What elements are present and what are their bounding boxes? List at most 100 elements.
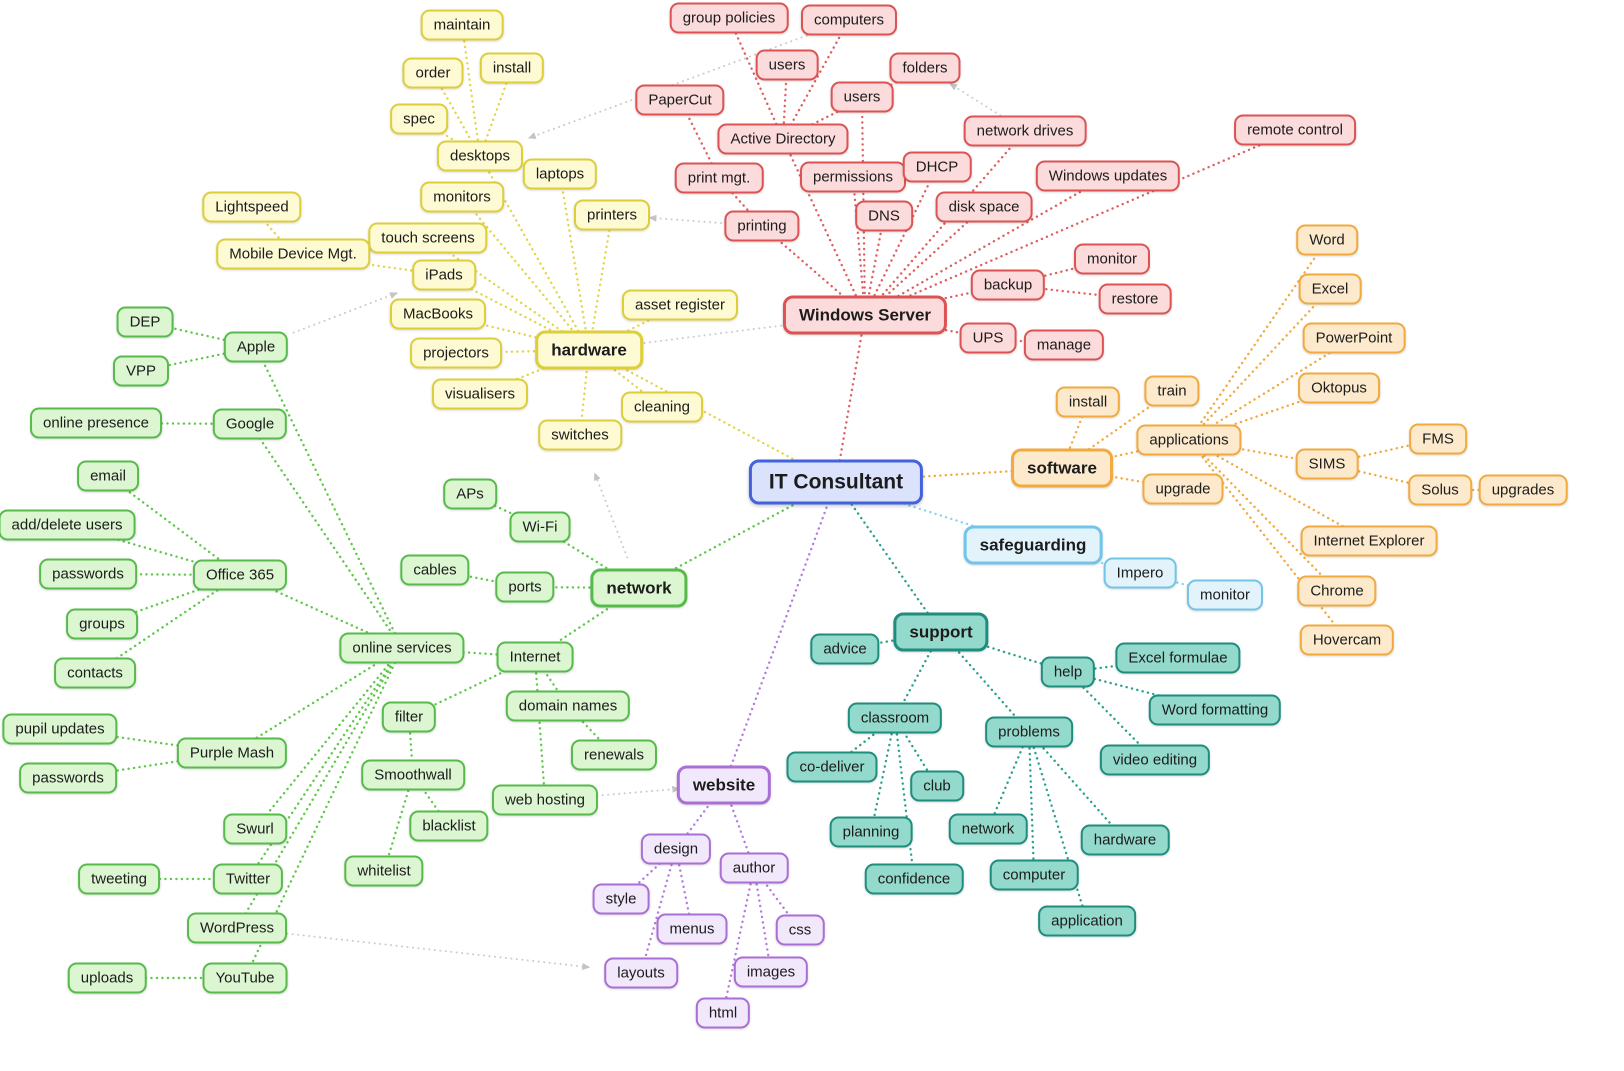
train-node[interactable]: train bbox=[1144, 375, 1200, 407]
group-policies-node[interactable]: group policies bbox=[669, 2, 789, 34]
hardware-node[interactable]: hardware bbox=[535, 330, 643, 370]
touch-screens-node[interactable]: touch screens bbox=[368, 222, 488, 254]
support-node[interactable]: support bbox=[893, 612, 989, 652]
switches-node[interactable]: switches bbox=[538, 419, 622, 451]
apple-node[interactable]: Apple bbox=[223, 331, 289, 363]
cleaning-node[interactable]: cleaning bbox=[621, 391, 703, 423]
classroom-node[interactable]: classroom bbox=[847, 702, 943, 734]
author-node[interactable]: author bbox=[719, 852, 789, 884]
vpp-node[interactable]: VPP bbox=[112, 355, 170, 387]
upgrade-node[interactable]: upgrade bbox=[1142, 473, 1224, 505]
network-support-node[interactable]: network bbox=[948, 813, 1028, 845]
impero-node[interactable]: Impero bbox=[1103, 557, 1177, 589]
office365-node[interactable]: Office 365 bbox=[192, 559, 288, 591]
web-hosting-node[interactable]: web hosting bbox=[491, 784, 599, 816]
filter-node[interactable]: filter bbox=[381, 701, 437, 733]
oktopus-node[interactable]: Oktopus bbox=[1298, 372, 1380, 404]
network-drives-node[interactable]: network drives bbox=[963, 115, 1087, 147]
club-node[interactable]: club bbox=[910, 770, 964, 802]
twitter-node[interactable]: Twitter bbox=[212, 863, 284, 895]
sims-node[interactable]: SIMS bbox=[1295, 448, 1359, 480]
install-hw-node[interactable]: install bbox=[479, 52, 545, 84]
wordpress-node[interactable]: WordPress bbox=[187, 912, 287, 944]
word-node[interactable]: Word bbox=[1296, 224, 1358, 256]
it-node[interactable]: IT Consultant bbox=[748, 459, 924, 505]
powerpoint-node[interactable]: PowerPoint bbox=[1302, 322, 1406, 354]
papercut-node[interactable]: PaperCut bbox=[635, 84, 725, 116]
images-node[interactable]: images bbox=[733, 956, 809, 988]
renewals-node[interactable]: renewals bbox=[570, 739, 658, 771]
planning-node[interactable]: planning bbox=[829, 816, 913, 848]
google-node[interactable]: Google bbox=[212, 408, 288, 440]
online-services-node[interactable]: online services bbox=[339, 632, 465, 664]
help-node[interactable]: help bbox=[1040, 656, 1096, 688]
whitelist-node[interactable]: whitelist bbox=[344, 855, 424, 887]
blacklist-node[interactable]: blacklist bbox=[409, 810, 489, 842]
design-node[interactable]: design bbox=[640, 833, 712, 865]
solus-node[interactable]: Solus bbox=[1408, 474, 1472, 506]
layouts-node[interactable]: layouts bbox=[604, 957, 678, 989]
upgrades-node[interactable]: upgrades bbox=[1478, 474, 1568, 506]
computers-node[interactable]: computers bbox=[800, 4, 898, 36]
spec-node[interactable]: spec bbox=[390, 103, 448, 135]
monitor-backup-node[interactable]: monitor bbox=[1073, 243, 1151, 275]
print-mgt-node[interactable]: print mgt. bbox=[674, 162, 764, 194]
passwords-pm-node[interactable]: passwords bbox=[19, 762, 117, 794]
html-node[interactable]: html bbox=[695, 997, 751, 1029]
permissions-node[interactable]: permissions bbox=[799, 161, 907, 193]
video-editing-node[interactable]: video editing bbox=[1099, 744, 1211, 776]
internet-node[interactable]: Internet bbox=[496, 641, 574, 673]
ports-node[interactable]: ports bbox=[495, 571, 555, 603]
dhcp-node[interactable]: DHCP bbox=[902, 151, 972, 183]
passwords-o365-node[interactable]: passwords bbox=[39, 558, 137, 590]
asset-register-node[interactable]: asset register bbox=[621, 289, 739, 321]
hardware-support-node[interactable]: hardware bbox=[1080, 824, 1170, 856]
maintain-node[interactable]: maintain bbox=[420, 9, 504, 41]
visualisers-node[interactable]: visualisers bbox=[431, 378, 529, 410]
online-presence-node[interactable]: online presence bbox=[30, 407, 162, 439]
monitors-node[interactable]: monitors bbox=[420, 181, 504, 213]
chrome-node[interactable]: Chrome bbox=[1297, 575, 1377, 607]
aps-node[interactable]: APs bbox=[443, 478, 497, 510]
excel-formulae-node[interactable]: Excel formulae bbox=[1115, 642, 1241, 674]
word-formatting-node[interactable]: Word formatting bbox=[1148, 694, 1282, 726]
ups-node[interactable]: UPS bbox=[959, 322, 1017, 354]
laptops-node[interactable]: laptops bbox=[522, 158, 598, 190]
confidence-node[interactable]: confidence bbox=[864, 863, 964, 895]
email-node[interactable]: email bbox=[77, 460, 139, 492]
safeguarding-node[interactable]: safeguarding bbox=[963, 525, 1103, 565]
ipads-node[interactable]: iPads bbox=[412, 259, 476, 291]
desktops-node[interactable]: desktops bbox=[436, 140, 524, 172]
restore-node[interactable]: restore bbox=[1098, 283, 1172, 315]
order-node[interactable]: order bbox=[402, 57, 464, 89]
disk-space-node[interactable]: disk space bbox=[935, 191, 1033, 223]
backup-node[interactable]: backup bbox=[970, 269, 1046, 301]
pupil-updates-node[interactable]: pupil updates bbox=[2, 713, 118, 745]
users-ad-node[interactable]: users bbox=[755, 49, 819, 81]
install-sw-node[interactable]: install bbox=[1055, 386, 1121, 418]
fms-node[interactable]: FMS bbox=[1409, 423, 1467, 455]
cables-node[interactable]: cables bbox=[400, 554, 470, 586]
menus-node[interactable]: menus bbox=[656, 913, 728, 945]
purple-mash-node[interactable]: Purple Mash bbox=[176, 737, 288, 769]
printers-node[interactable]: printers bbox=[573, 199, 651, 231]
mdm-node[interactable]: Mobile Device Mgt. bbox=[216, 238, 370, 270]
internet-explorer-node[interactable]: Internet Explorer bbox=[1300, 525, 1438, 557]
swurl-node[interactable]: Swurl bbox=[223, 813, 287, 845]
lightspeed-node[interactable]: Lightspeed bbox=[202, 191, 302, 223]
software-node[interactable]: software bbox=[1011, 448, 1113, 488]
computer-node[interactable]: computer bbox=[989, 859, 1079, 891]
printing-node[interactable]: printing bbox=[724, 210, 800, 242]
contacts-node[interactable]: contacts bbox=[54, 657, 136, 689]
hovercam-node[interactable]: Hovercam bbox=[1299, 624, 1395, 656]
tweeting-node[interactable]: tweeting bbox=[78, 863, 160, 895]
add-delete-users-node[interactable]: add/delete users bbox=[0, 509, 136, 541]
projectors-node[interactable]: projectors bbox=[410, 337, 502, 369]
ws-node[interactable]: Windows Server bbox=[782, 295, 948, 335]
folders-node[interactable]: folders bbox=[889, 52, 961, 84]
css-node[interactable]: css bbox=[775, 914, 825, 946]
co-deliver-node[interactable]: co-deliver bbox=[786, 751, 878, 783]
manage-node[interactable]: manage bbox=[1023, 329, 1105, 361]
smoothwall-node[interactable]: Smoothwall bbox=[361, 759, 465, 791]
wifi-node[interactable]: Wi-Fi bbox=[509, 511, 571, 543]
